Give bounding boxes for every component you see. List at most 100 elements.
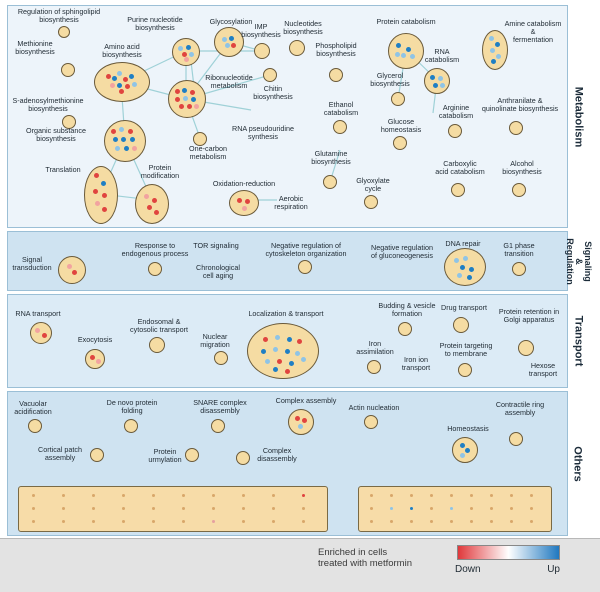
grid-gene-dot: [62, 494, 65, 497]
grid-gene-dot: [530, 494, 533, 497]
grid-gene-dot: [122, 507, 125, 510]
label-g1: G1 phase transition: [503, 241, 535, 258]
grid-gene-dot: [242, 494, 245, 497]
grid-gene-dot: [212, 507, 215, 510]
label-hexose: Hexose transport: [528, 361, 558, 378]
legend-down-label: Down: [455, 564, 481, 575]
node-one-carbon: [193, 132, 207, 146]
label-contractile: Contractile ring assembly: [495, 400, 545, 417]
grid-gene-dot: [92, 520, 95, 523]
grid-gene-dot: [490, 520, 493, 523]
gene-dot: [439, 82, 445, 88]
label-actin: Actin nucleation: [348, 403, 400, 412]
node-urmylation: [185, 448, 199, 462]
label-dna-repair: DNA repair: [445, 239, 481, 248]
node-actin: [364, 415, 378, 429]
gene-dot: [459, 442, 465, 448]
grid-gene-dot: [302, 520, 305, 523]
label-rna-pseudouridine: RNA pseudouridine synthesis: [232, 124, 294, 141]
gene-dot: [101, 192, 107, 198]
gene-dot: [224, 42, 230, 48]
grid-gene-dot: [302, 507, 305, 510]
gene-dot: [116, 70, 122, 76]
node-cytoskeleton: [298, 260, 312, 274]
gene-dot: [230, 42, 236, 48]
label-protein-modification: Protein modification: [140, 163, 180, 180]
gene-dot: [264, 358, 270, 364]
gene-dot: [221, 36, 227, 42]
gene-dot: [262, 336, 268, 342]
label-cytoskeleton: Negative regulation of cytoskeleton orga…: [265, 241, 347, 258]
label-glycerol: Glycerol biosynthesis: [370, 71, 410, 88]
node-response: [148, 262, 162, 276]
grid-gene-dot: [510, 494, 513, 497]
gene-dot: [464, 447, 470, 453]
grid-gene-dot: [470, 494, 473, 497]
grid-gene-dot: [530, 520, 533, 523]
label-urmylation: Protein urmylation: [148, 447, 182, 464]
node-glycerol: [391, 92, 405, 106]
label-localization: Localization & transport: [248, 309, 324, 318]
gene-dot: [153, 209, 159, 215]
label-amine: Amine catabolism & fermentation: [504, 19, 562, 44]
gene-dot: [274, 334, 280, 340]
label-glycosylation: Glycosylation: [209, 17, 253, 26]
node-endosomal: [149, 337, 165, 353]
grid-gene-dot: [32, 520, 35, 523]
node-cortical: [90, 448, 104, 462]
label-membrane: Protein targeting to membrane: [439, 341, 493, 358]
gene-dot: [177, 45, 183, 51]
gene-dot: [260, 348, 266, 354]
gene-dot: [459, 452, 465, 458]
grid-gene-dot: [92, 494, 95, 497]
gene-dot: [468, 266, 474, 272]
label-glutamine: Glutamine biosynthesis: [311, 149, 351, 166]
label-snare: SNARE complex disassembly: [193, 398, 247, 415]
gene-dot: [116, 82, 122, 88]
node-membrane: [458, 363, 472, 377]
gene-dot: [95, 358, 101, 364]
gene-dot: [120, 136, 126, 142]
node-budding: [398, 322, 412, 336]
label-amino-acid: Amino acid biosynthesis: [102, 42, 142, 59]
grid-gene-dot: [530, 507, 533, 510]
grid-gene-dot: [182, 507, 185, 510]
node-chitin: [263, 68, 277, 82]
gene-dot: [462, 255, 468, 261]
label-nucleotide: Nucleotides biosynthesis: [283, 19, 323, 36]
label-vacuolar: Vacuolar acidification: [14, 399, 52, 416]
gene-dot: [92, 188, 98, 194]
gene-dot: [284, 348, 290, 354]
gene-dot: [466, 274, 472, 280]
node-phospholipid: [329, 68, 343, 82]
label-complex-assembly: Complex assembly: [275, 396, 337, 405]
gene-dot: [494, 41, 500, 47]
label-gluconeogenesis: Negative regulation of gluconeogenesis: [371, 243, 433, 260]
node-protein-modification: [135, 184, 169, 224]
grid-gene-dot: [390, 520, 393, 523]
gene-dot: [183, 56, 189, 62]
label-oxidation-reduction: Oxidation-reduction: [212, 179, 276, 188]
node-localization: [247, 323, 319, 379]
gene-dot: [131, 145, 137, 151]
gene-dot: [182, 95, 188, 101]
label-purine: Purine nucleotide biosynthesis: [127, 15, 183, 32]
gene-dot: [174, 88, 180, 94]
label-signal-transduction: Signal transduction: [12, 255, 52, 272]
node-dna-repair: [444, 248, 486, 286]
label-iron-assimilation: Iron assimilation: [356, 339, 394, 356]
grid-gene-dot: [272, 507, 275, 510]
grid-gene-dot: [410, 507, 413, 510]
gene-dot: [489, 47, 495, 53]
legend-gradient: [457, 545, 560, 560]
label-ethanol: Ethanol catabolism: [323, 100, 359, 117]
label-golgi: Protein retention in Golgi apparatus: [498, 307, 560, 324]
gene-dot: [129, 136, 135, 142]
label-tor: TOR signaling: [193, 241, 239, 250]
label-homeostasis: Homeostasis: [447, 424, 489, 433]
grid-gene-dot: [470, 520, 473, 523]
label-arginine: Arginine catabolism: [438, 103, 474, 120]
node-oxidation-reduction: [229, 190, 259, 216]
label-rna-catabolism: RNA catabolism: [424, 47, 460, 64]
gene-dot: [111, 75, 117, 81]
